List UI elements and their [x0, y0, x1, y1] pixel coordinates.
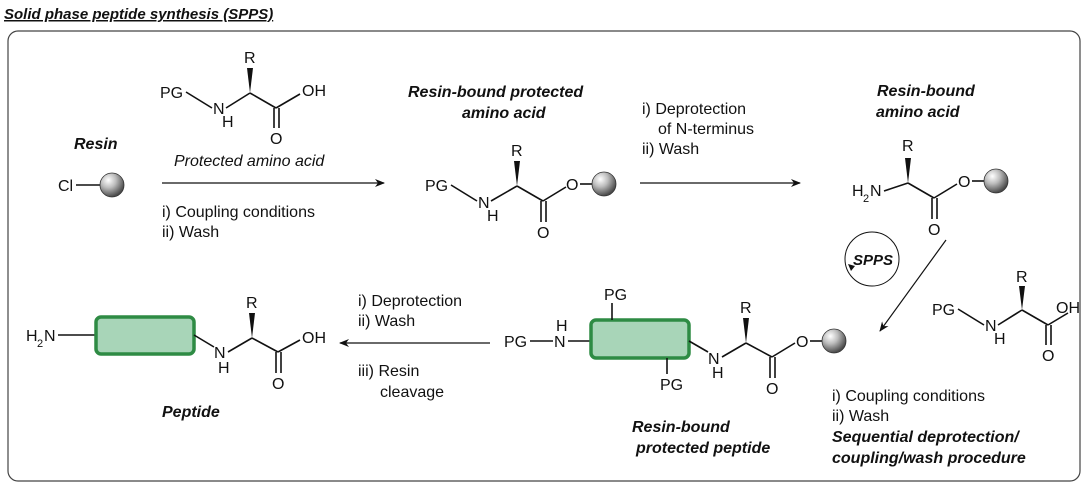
resin-bead [983, 168, 1009, 194]
svg-text:O: O [272, 376, 284, 393]
svg-text:OH: OH [1056, 300, 1080, 317]
atom-n: N [213, 101, 225, 118]
deprot-step-3: ii) Wash [642, 141, 699, 158]
spps-cycle-badge: SPPS [844, 231, 900, 287]
svg-text:PG: PG [504, 334, 527, 351]
svg-text:OH: OH [302, 330, 326, 347]
spps-cycle-label: SPPS [853, 252, 893, 269]
deprot-step-2: of N-terminus [658, 121, 754, 138]
atom-pg: PG [160, 85, 183, 102]
svg-text:O: O [796, 334, 808, 351]
coupling-repeat-step-1: i) Coupling conditions [832, 388, 985, 405]
svg-text:O: O [766, 381, 778, 398]
svg-text:PG: PG [425, 178, 448, 195]
svg-text:PG: PG [932, 302, 955, 319]
protected-amino-acid-label: Protected amino acid [174, 153, 325, 170]
svg-text:2: 2 [37, 338, 43, 350]
resin-structure: Resin Cl [58, 136, 125, 198]
svg-text:2: 2 [863, 193, 869, 205]
svg-text:N: N [44, 328, 56, 345]
resin-bound-protected-peptide-structure: PG N H PG PG N H R O O Resin-bound prote… [504, 287, 847, 457]
atom-cl: Cl [58, 178, 73, 195]
rbaa-label-2: amino acid [876, 104, 961, 121]
svg-text:PG: PG [660, 377, 683, 394]
cleave-step-2: ii) Wash [358, 313, 415, 330]
svg-text:R: R [1016, 269, 1028, 286]
sequential-label-2: coupling/wash procedure [832, 450, 1026, 467]
svg-text:R: R [511, 143, 523, 160]
resin-bead [99, 172, 125, 198]
arrow-repeat [879, 239, 947, 332]
svg-text:O: O [928, 222, 940, 239]
cleave-step-1: i) Deprotection [358, 293, 462, 310]
svg-text:N: N [554, 334, 566, 351]
svg-text:H: H [712, 365, 724, 382]
peptide-label: Peptide [162, 404, 220, 421]
svg-text:O: O [566, 177, 578, 194]
atom-r: R [244, 50, 256, 67]
svg-text:PG: PG [604, 287, 627, 304]
coupling-step-1: i) Coupling conditions [162, 204, 315, 221]
frame-border [7, 30, 1081, 482]
resin-bound-amino-acid-structure: Resin-bound amino acid R H 2 N O O [852, 83, 1009, 239]
svg-text:R: R [902, 138, 914, 155]
coupling-repeat-step-2: ii) Wash [832, 408, 889, 425]
rbpaa-label-1: Resin-bound protected [408, 84, 584, 101]
protected-amino-acid-structure: PG N H R OH O [160, 50, 326, 148]
resin-bead [591, 171, 617, 197]
resin-bead [821, 328, 847, 354]
svg-text:N: N [478, 195, 490, 212]
deprot-step-1: i) Deprotection [642, 101, 746, 118]
atom-h: H [222, 114, 234, 131]
svg-text:H: H [994, 331, 1006, 348]
coupling-step-2: ii) Wash [162, 224, 219, 241]
resin-label: Resin [74, 136, 118, 153]
peptide-structure: H 2 N N H R OH O Peptide [26, 295, 326, 421]
atom-o: O [270, 131, 282, 148]
repeat-protected-amino-acid-structure: PG N H R OH O [932, 269, 1080, 365]
rbpp-label-2: protected peptide [635, 440, 770, 457]
rbaa-label-1: Resin-bound [877, 83, 976, 100]
svg-text:O: O [537, 225, 549, 242]
diagram-title: Solid phase peptide synthesis (SPPS) [4, 6, 273, 23]
svg-text:O: O [1042, 348, 1054, 365]
cleave-step-4: cleavage [380, 384, 444, 401]
svg-text:N: N [870, 183, 882, 200]
svg-text:N: N [214, 345, 226, 362]
svg-text:H: H [556, 318, 568, 335]
peptide-chain-box [589, 318, 691, 360]
rbpp-label-1: Resin-bound [632, 419, 731, 436]
sequential-label-1: Sequential deprotection/ [832, 429, 1020, 446]
atom-oh: OH [302, 83, 326, 100]
svg-text:H: H [487, 208, 499, 225]
svg-text:N: N [708, 351, 720, 368]
cleave-step-3: iii) Resin [358, 363, 419, 380]
svg-text:O: O [958, 174, 970, 191]
svg-text:R: R [740, 300, 752, 317]
svg-text:R: R [246, 295, 258, 312]
svg-text:H: H [852, 183, 864, 200]
rbpaa-label-2: amino acid [462, 105, 547, 122]
peptide-chain-box [94, 315, 196, 356]
svg-text:H: H [218, 360, 230, 377]
svg-text:N: N [985, 318, 997, 335]
svg-text:H: H [26, 328, 38, 345]
resin-bound-protected-amino-acid-structure: Resin-bound protected amino acid PG N H … [408, 84, 617, 242]
